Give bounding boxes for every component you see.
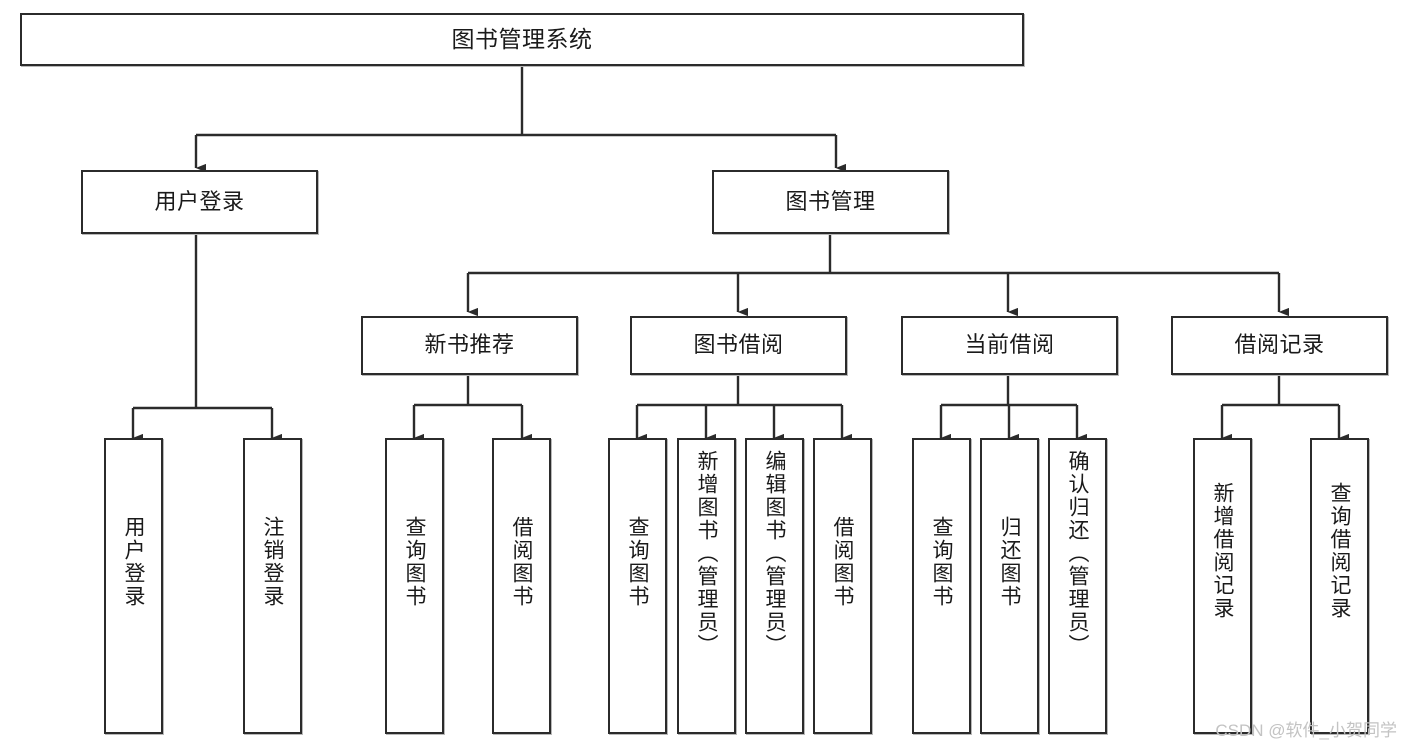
node-leaf-confirm-return[interactable]: 确认归还（管理员） [1048, 438, 1107, 734]
node-book-manage[interactable]: 图书管理 [712, 170, 949, 234]
node-new-book-recommend[interactable]: 新书推荐 [361, 316, 578, 375]
node-root-label: 图书管理系统 [451, 25, 593, 52]
node-leaf-edit-book-label: 编辑图书（管理员） [763, 450, 786, 657]
node-borrow-record[interactable]: 借阅记录 [1171, 316, 1388, 375]
node-leaf-query-record-label: 查询借阅记录 [1328, 482, 1351, 620]
node-leaf-query-book-1-label: 查询图书 [403, 516, 426, 608]
node-book-borrow-label: 图书借阅 [693, 332, 784, 358]
node-leaf-borrow-book-2-label: 借阅图书 [831, 516, 854, 608]
node-new-book-recommend-label: 新书推荐 [424, 332, 515, 358]
node-book-manage-label: 图书管理 [785, 188, 876, 214]
node-leaf-query-book-1[interactable]: 查询图书 [385, 438, 444, 734]
node-borrow-record-label: 借阅记录 [1234, 332, 1325, 358]
node-leaf-query-book-2[interactable]: 查询图书 [608, 438, 667, 734]
node-leaf-user-login[interactable]: 用户登录 [104, 438, 163, 734]
node-user-login-label: 用户登录 [154, 188, 245, 214]
node-leaf-edit-book[interactable]: 编辑图书（管理员） [745, 438, 804, 734]
node-leaf-query-book-3-label: 查询图书 [930, 516, 953, 608]
node-leaf-query-book-3[interactable]: 查询图书 [912, 438, 971, 734]
node-leaf-add-record-label: 新增借阅记录 [1211, 482, 1234, 620]
node-root[interactable]: 图书管理系统 [20, 13, 1024, 66]
node-leaf-confirm-return-label: 确认归还（管理员） [1066, 450, 1089, 657]
node-leaf-add-book-label: 新增图书（管理员） [695, 450, 718, 657]
node-leaf-user-logout[interactable]: 注销登录 [243, 438, 302, 734]
node-current-borrow-label: 当前借阅 [964, 332, 1055, 358]
node-leaf-add-record[interactable]: 新增借阅记录 [1193, 438, 1252, 734]
node-leaf-query-book-2-label: 查询图书 [626, 516, 649, 608]
node-leaf-borrow-book-2[interactable]: 借阅图书 [813, 438, 872, 734]
node-leaf-return-book-label: 归还图书 [998, 516, 1021, 608]
node-book-borrow[interactable]: 图书借阅 [630, 316, 847, 375]
node-leaf-return-book[interactable]: 归还图书 [980, 438, 1039, 734]
node-user-login[interactable]: 用户登录 [81, 170, 318, 234]
node-leaf-user-login-label: 用户登录 [122, 516, 145, 608]
node-current-borrow[interactable]: 当前借阅 [901, 316, 1118, 375]
node-leaf-query-record[interactable]: 查询借阅记录 [1310, 438, 1369, 734]
csdn-watermark: CSDN @软件_小贺同学 [1215, 721, 1397, 740]
node-leaf-add-book[interactable]: 新增图书（管理员） [677, 438, 736, 734]
node-leaf-borrow-book-1-label: 借阅图书 [510, 516, 533, 608]
node-leaf-user-logout-label: 注销登录 [261, 516, 284, 608]
node-leaf-borrow-book-1[interactable]: 借阅图书 [492, 438, 551, 734]
